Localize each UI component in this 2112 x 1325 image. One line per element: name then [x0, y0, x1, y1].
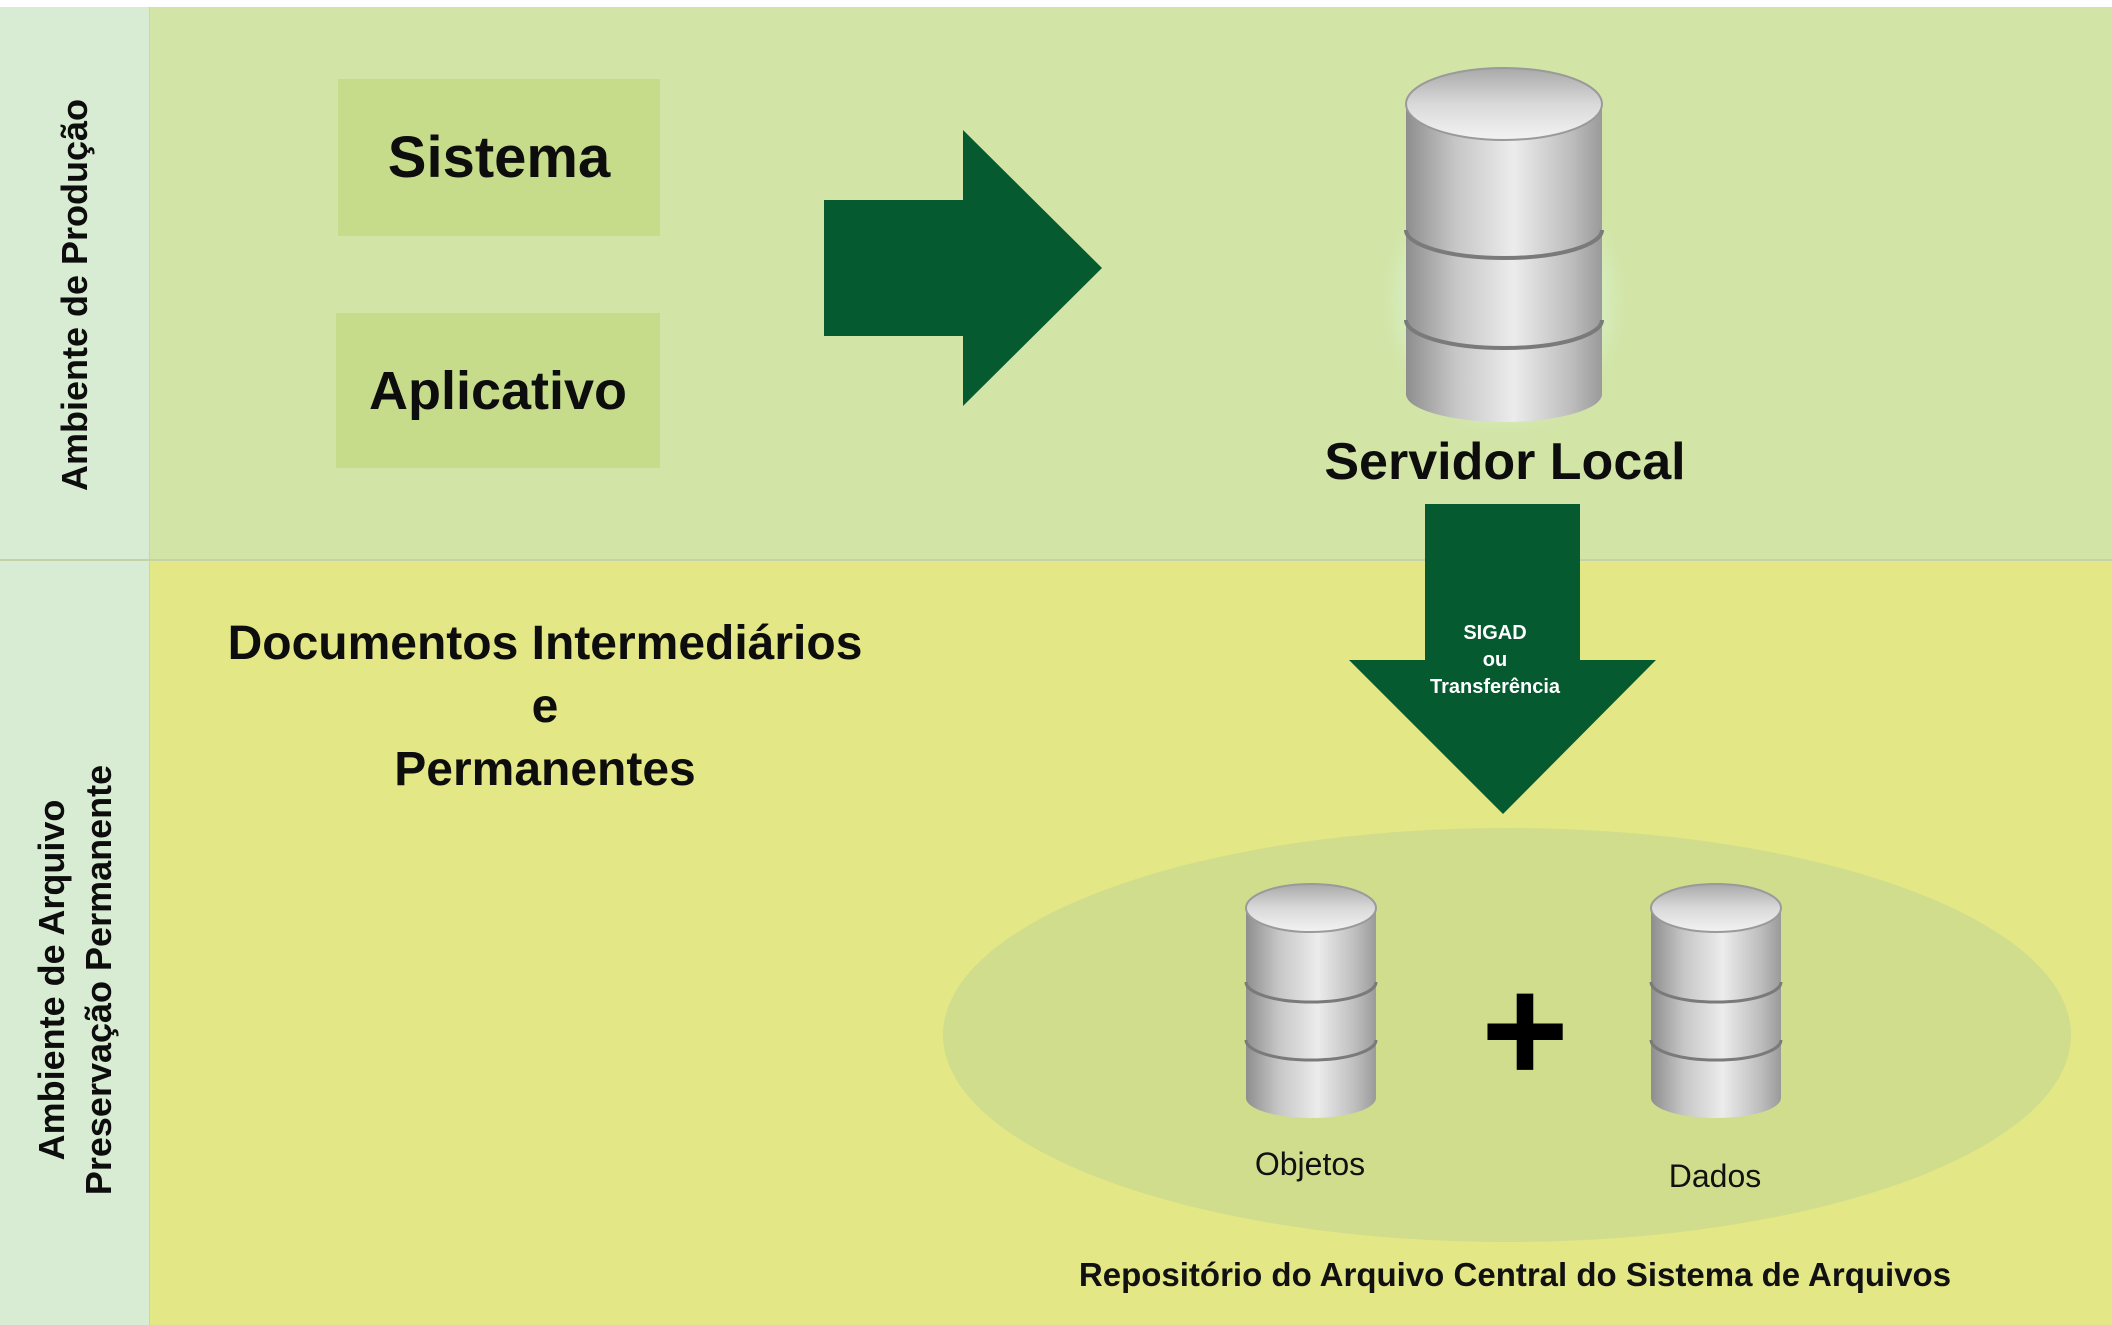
documents-title-line3: Permanentes	[394, 743, 696, 796]
aplicativo-box: Aplicativo	[336, 313, 660, 468]
documents-title: Documentos Intermediários e Permanentes	[180, 612, 910, 801]
data-database-icon	[1649, 883, 1783, 1118]
documents-title-line2: e	[531, 680, 559, 733]
objects-label: Objetos	[1254, 1146, 1366, 1182]
arrow-down-icon	[1349, 504, 1656, 814]
documents-title-line1: Documentos Intermediários	[227, 617, 863, 670]
data-label: Dados	[1668, 1158, 1762, 1194]
band-divider	[0, 559, 2112, 561]
repository-ellipse	[943, 828, 2071, 1242]
arrow-right-icon	[824, 130, 1102, 406]
sistema-box: Sistema	[338, 79, 660, 236]
transfer-label-line2: ou	[1482, 649, 1508, 671]
plus-sign: +	[1481, 946, 1569, 1114]
transfer-label-line1: SIGAD	[1463, 622, 1527, 644]
repository-caption: Repositório do Arquivo Central do Sistem…	[1078, 1256, 1952, 1293]
objects-database-icon	[1244, 883, 1378, 1118]
transfer-label: SIGAD ou Transferência	[1400, 620, 1590, 701]
server-database-icon	[1396, 67, 1612, 422]
production-sidebar	[0, 7, 150, 559]
server-label: Servidor Local	[1324, 433, 1686, 491]
archive-sidebar	[0, 559, 150, 1325]
transfer-label-line3: Transferência	[1429, 676, 1561, 698]
